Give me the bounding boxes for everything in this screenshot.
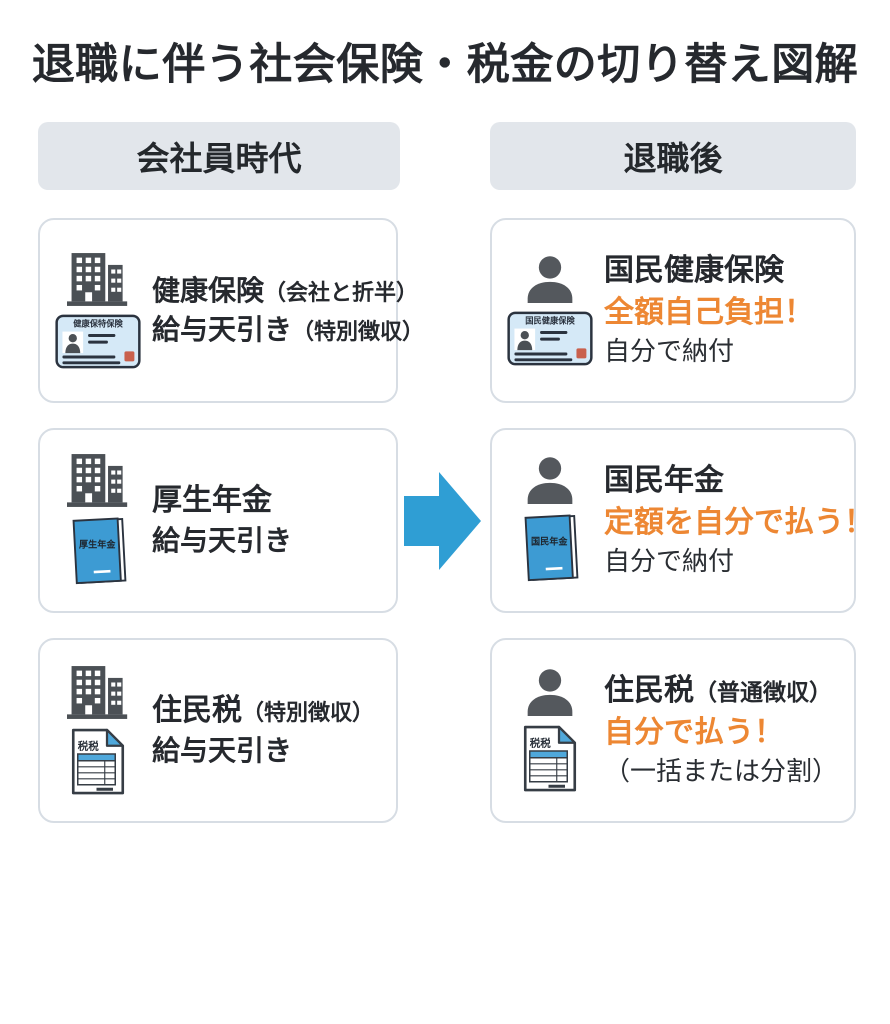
card-note: 自分で納付 bbox=[604, 336, 735, 367]
card-detail-line: 給与天引き bbox=[152, 525, 384, 557]
card-detail-note: （特別徴収） bbox=[292, 319, 425, 344]
card-note-line: 自分で納付 bbox=[604, 336, 842, 367]
card-note: （一括または分割） bbox=[604, 756, 839, 787]
building-icon bbox=[67, 453, 128, 507]
card-title-note: （会社と折半） bbox=[264, 279, 419, 305]
card-highlight: 全額自己負担！ bbox=[604, 295, 814, 329]
column-header-after-retirement: 退職後 bbox=[490, 122, 856, 190]
card-note-line: 自分で納付 bbox=[604, 546, 842, 577]
card-text: 国民年金 定額を自分で払う！ 自分で納付 bbox=[604, 457, 874, 584]
icon-column: 厚生年金 bbox=[54, 453, 142, 588]
card-title: 住民税 bbox=[152, 693, 242, 727]
card-highlight: 定額を自分で払う！ bbox=[604, 505, 874, 539]
card-detail-line: 給与天引き bbox=[152, 735, 384, 767]
card-left-employee-pension: 厚生年金 厚生年金 給与天引き bbox=[38, 428, 398, 613]
icon-column: 税税 bbox=[54, 665, 142, 796]
pension-book-label: 国民年金 bbox=[531, 536, 568, 547]
card-title-note: （普通徴収） bbox=[694, 679, 832, 706]
card-title-line: 健康保険（会社と折半） bbox=[152, 274, 418, 307]
card-title: 厚生年金 bbox=[152, 483, 272, 517]
right-column: 国民健康保険 国民健康保険 全額自己負担！ 自分で納付 bbox=[490, 218, 874, 823]
icon-column: 健康保特保険 bbox=[54, 252, 142, 369]
content-row: 健康保特保険 健康保険（会社と折半） 給与天引き（特別徴収） bbox=[38, 218, 874, 823]
insurance-card-label: 国民健康保険 bbox=[525, 316, 575, 326]
tax-document-label: 税税 bbox=[78, 739, 99, 752]
card-note: 自分で納付 bbox=[604, 546, 735, 577]
insurance-card-label: 健康保特保険 bbox=[73, 318, 123, 328]
card-title: 国民健康保険 bbox=[604, 254, 784, 288]
tax-document-icon: 税税 bbox=[71, 728, 125, 794]
card-highlight-line: 全額自己負担！ bbox=[604, 296, 842, 331]
card-title: 健康保険 bbox=[152, 274, 265, 306]
arrow-column bbox=[398, 218, 490, 823]
card-title-line: 住民税（特別徴収） bbox=[152, 694, 384, 729]
card-detail: 給与天引き bbox=[152, 735, 293, 767]
card-title-line: 厚生年金 bbox=[152, 484, 384, 519]
pension-book-label: 厚生年金 bbox=[79, 538, 116, 549]
tax-document-label: 税税 bbox=[530, 737, 551, 750]
person-icon bbox=[527, 669, 573, 716]
building-icon bbox=[67, 252, 128, 306]
card-note-line: （一括または分割） bbox=[604, 756, 842, 787]
card-title-line: 住民税（普通徴収） bbox=[604, 674, 842, 709]
national-health-insurance-card-icon: 国民健康保険 bbox=[507, 311, 593, 366]
left-column: 健康保特保険 健康保険（会社と折半） 給与天引き（特別徴収） bbox=[38, 218, 424, 823]
card-detail-line: 給与天引き（特別徴収） bbox=[152, 314, 424, 346]
card-right-resident-tax: 税税 住民税（普通徴収） 自分で払う！ （一括または分割） bbox=[490, 638, 856, 823]
person-icon bbox=[527, 256, 573, 303]
card-left-resident-tax: 税税 住民税（特別徴収） 給与天引き bbox=[38, 638, 398, 823]
health-insurance-card-icon: 健康保特保険 bbox=[55, 314, 141, 368]
building-icon bbox=[67, 665, 128, 719]
icon-column: 税税 bbox=[506, 668, 594, 793]
card-detail: 給与天引き bbox=[152, 525, 293, 557]
card-title: 住民税 bbox=[604, 674, 694, 708]
card-right-national-health-insurance: 国民健康保険 国民健康保険 全額自己負担！ 自分で納付 bbox=[490, 218, 856, 403]
card-title-line: 国民年金 bbox=[604, 464, 842, 499]
pension-book-icon: 厚生年金 bbox=[72, 516, 127, 584]
card-highlight-line: 定額を自分で払う！ bbox=[604, 506, 874, 541]
card-title: 国民年金 bbox=[604, 464, 724, 498]
column-headers: 会社員時代 退職後 bbox=[38, 122, 856, 190]
card-highlight: 自分で払う！ bbox=[604, 715, 784, 749]
card-highlight-line: 自分で払う！ bbox=[604, 716, 842, 751]
card-text: 厚生年金 給与天引き bbox=[152, 477, 384, 565]
card-title-line: 国民健康保険 bbox=[604, 254, 842, 289]
page-title: 退職に伴う社会保険・税金の切り替え図解 bbox=[31, 41, 859, 89]
pension-book-icon: 国民年金 bbox=[524, 514, 579, 582]
card-text: 健康保険（会社と折半） 給与天引き（特別徴収） bbox=[152, 268, 424, 353]
right-arrow-icon bbox=[404, 471, 481, 570]
card-text: 住民税（普通徴収） 自分で払う！ （一括または分割） bbox=[604, 667, 842, 794]
column-header-employee-era: 会社員時代 bbox=[38, 122, 400, 190]
card-text: 国民健康保険 全額自己負担！ 自分で納付 bbox=[604, 247, 842, 374]
person-icon bbox=[527, 457, 573, 504]
card-detail: 給与天引き bbox=[152, 314, 293, 345]
card-title-note: （特別徴収） bbox=[242, 699, 375, 725]
tax-document-icon: 税税 bbox=[523, 725, 577, 792]
icon-column: 国民健康保険 bbox=[506, 255, 594, 366]
icon-column: 国民年金 bbox=[506, 456, 594, 585]
card-text: 住民税（特別徴収） 給与天引き bbox=[152, 687, 384, 775]
card-left-health-insurance: 健康保特保険 健康保険（会社と折半） 給与天引き（特別徴収） bbox=[38, 218, 424, 403]
card-right-national-pension: 国民年金 国民年金 定額を自分で払う！ 自分で納付 bbox=[490, 428, 874, 613]
